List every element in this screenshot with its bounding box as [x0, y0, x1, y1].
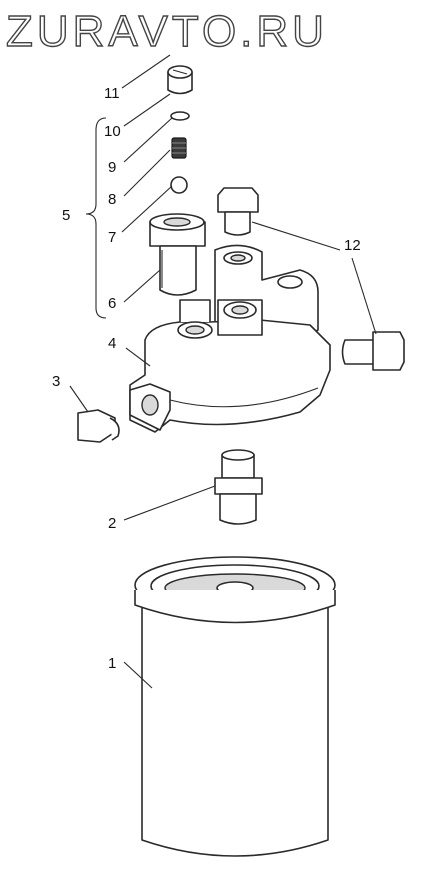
leader-8 — [123, 149, 171, 197]
callout-3: 3 — [52, 373, 60, 390]
part-4-filter-head — [129, 244, 331, 433]
part-9-spring — [171, 137, 187, 159]
part-12-plug-top — [217, 187, 259, 236]
leader-9 — [123, 117, 173, 163]
callout-5: 5 — [62, 207, 70, 224]
part-1-filter-canister — [134, 556, 336, 857]
callout-11: 11 — [104, 85, 120, 102]
leader-2 — [123, 485, 216, 521]
part-11-cap-nut — [167, 65, 193, 95]
callout-10: 10 — [104, 123, 121, 140]
leader-12a — [251, 221, 341, 251]
watermark-text: ZURAVTO.RU — [6, 7, 328, 56]
leader-1 — [123, 661, 153, 689]
leader-12b — [351, 257, 377, 335]
callout-4: 4 — [108, 335, 116, 352]
part-8-washer — [170, 176, 188, 194]
callout-8: 8 — [108, 191, 116, 208]
callout-6: 6 — [108, 295, 116, 312]
part-10-o-ring — [170, 111, 190, 121]
leader-6 — [123, 269, 161, 303]
callout-2: 2 — [108, 515, 116, 532]
leader-3 — [69, 385, 89, 413]
part-6-valve-body — [149, 213, 206, 296]
part-12-plug-side — [341, 331, 405, 371]
leader-7 — [121, 185, 173, 233]
part-2-fitting — [214, 449, 263, 525]
leader-10 — [123, 93, 171, 127]
leader-11 — [121, 54, 171, 89]
part-3-plug — [77, 409, 120, 443]
leader-4 — [125, 347, 151, 367]
callout-12: 12 — [344, 237, 361, 254]
callout-1: 1 — [108, 655, 116, 672]
group-5-bracket — [85, 117, 107, 319]
callout-7: 7 — [108, 229, 116, 246]
callout-9: 9 — [108, 159, 116, 176]
